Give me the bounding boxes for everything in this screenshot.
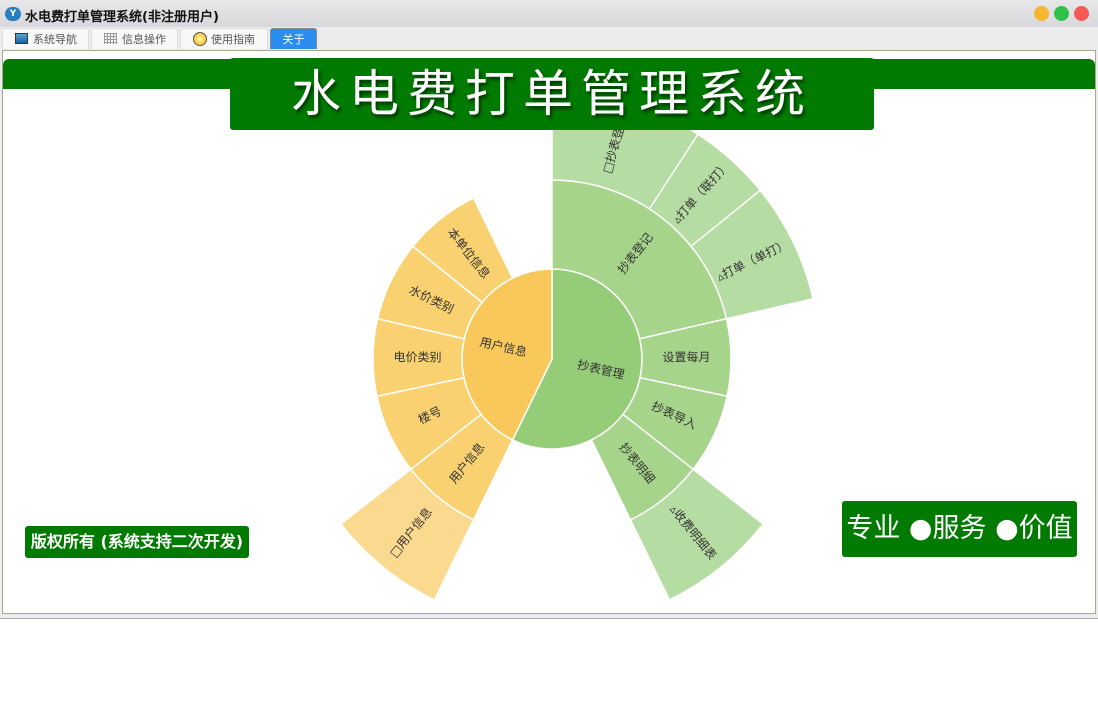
about-panel: 抄表管理用户信息抄表登记设置每月抄表导入抄表明细用户信息楼号电价类别水价类别本单… <box>2 50 1096 614</box>
tab-system-nav[interactable]: 系统导航 <box>2 28 89 49</box>
copyright-badge: 版权所有 (系统支持二次开发) <box>25 526 249 558</box>
sunburst-segment[interactable] <box>339 468 475 601</box>
sunburst-segment[interactable] <box>638 317 732 398</box>
minimize-button[interactable] <box>1034 6 1049 21</box>
grid-icon <box>104 33 117 44</box>
tab-label: 系统导航 <box>33 33 77 46</box>
help-bulb-icon <box>193 32 207 46</box>
sunburst-label: 电价类别 <box>393 350 441 364</box>
sunburst-segment[interactable] <box>629 468 765 601</box>
tab-user-guide[interactable]: 使用指南 <box>180 28 268 49</box>
tab-about[interactable]: 关于 <box>270 28 317 49</box>
tab-label: 使用指南 <box>211 33 255 46</box>
sunburst-segment[interactable] <box>690 189 815 320</box>
app-window: Y 水电费打单管理系统(非注册用户) 系统导航 信息操作 使用指南 关于 抄表管… <box>0 0 1098 619</box>
page-title: 水电费打单管理系统 <box>230 58 874 130</box>
close-button[interactable] <box>1074 6 1089 21</box>
tab-info-ops[interactable]: 信息操作 <box>91 28 178 49</box>
sunburst-label: 设置每月 <box>662 349 710 364</box>
title-bar: Y 水电费打单管理系统(非注册用户) <box>0 0 1098 27</box>
slogan-badge: 专业 ●服务 ●价值 <box>842 501 1077 557</box>
tab-bar: 系统导航 信息操作 使用指南 关于 <box>0 28 1098 49</box>
sunburst-chart: 抄表管理用户信息抄表登记设置每月抄表导入抄表明细用户信息楼号电价类别水价类别本单… <box>339 90 815 601</box>
app-logo-icon: Y <box>5 7 21 21</box>
monitor-icon <box>15 33 28 44</box>
tab-label: 信息操作 <box>122 33 166 46</box>
tab-label: 关于 <box>282 33 305 46</box>
window-title: 水电费打单管理系统(非注册用户) <box>25 10 219 25</box>
sunburst-segment[interactable] <box>411 197 514 304</box>
maximize-button[interactable] <box>1054 6 1069 21</box>
sunburst-segment[interactable] <box>372 317 466 398</box>
